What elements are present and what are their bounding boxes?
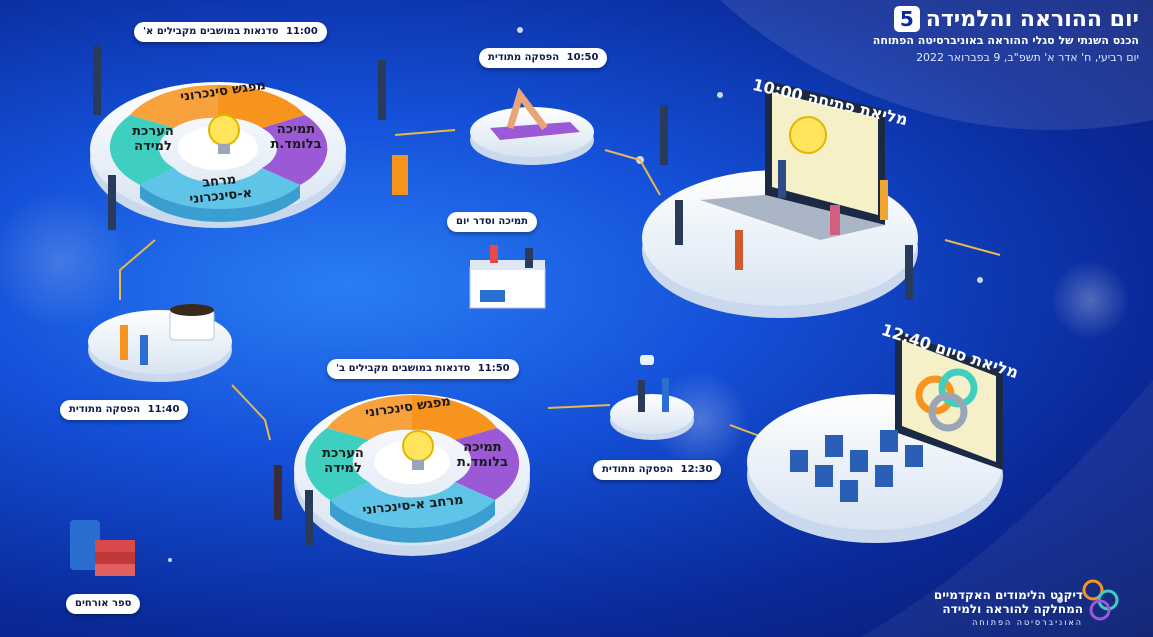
logo-line-3: האוניברסיטה הפתוחה <box>972 618 1083 627</box>
header: יום ההוראה והלמידה 5 הכנס השנתי של סגלי … <box>873 6 1139 64</box>
people <box>93 45 913 545</box>
workshops-b-time: 11:50 <box>477 363 510 374</box>
header-panel <box>720 0 1153 130</box>
lightbulb-icon <box>789 116 827 154</box>
ring-b-learner-support[interactable]: תמיכה בלומד.ת <box>456 440 509 470</box>
pill-guestbook[interactable]: ספר אורחים <box>66 594 141 614</box>
event-date: יום רביעי, ח' אדר א' תשפ"ב, 9 בפברואר 20… <box>916 51 1139 64</box>
ring-a <box>109 84 328 222</box>
ring-a-learner-support[interactable]: תמיכה בלומד.ת <box>270 122 322 152</box>
page-title: יום ההוראה והלמידה 5 <box>873 6 1139 32</box>
sparkle-trail <box>0 27 1130 603</box>
guestbook-illustration <box>70 520 135 576</box>
break-2-label: הפסקה מתודית <box>69 404 141 415</box>
pill-break-1[interactable]: 10:50 הפסקה מתודית <box>479 48 608 68</box>
networking-break-platform <box>610 355 694 440</box>
pill-workshops-b[interactable]: 11:50 סדנאות במושבים מקבילים ב' <box>327 359 519 379</box>
lightbulb-icon <box>208 114 240 146</box>
pill-support[interactable]: תמיכה וסדר יום <box>447 212 537 232</box>
workshops-a-time: 11:00 <box>285 26 318 37</box>
break-3-time: 12:30 <box>680 464 713 475</box>
pill-workshops-a[interactable]: 11:00 סדנאות במושבים מקבילים א' <box>134 22 327 42</box>
break-3-label: הפסקה מתודית <box>602 464 674 475</box>
ring-b <box>305 395 520 543</box>
chat-bubble-icon <box>640 355 654 365</box>
subtitle: הכנס השנתי של סגלי ההוראה באוניברסיטה הפ… <box>872 34 1139 47</box>
coffee-break-platform <box>88 304 232 382</box>
phone-icon <box>70 520 100 570</box>
break-2-time: 11:40 <box>147 404 180 415</box>
pill-break-2[interactable]: 11:40 הפסקה מתודית <box>60 400 189 420</box>
ring-a-assessment[interactable]: הערכת למידה <box>132 124 174 154</box>
lightbulb-icon <box>402 430 434 462</box>
guestbook-label: ספר אורחים <box>75 598 132 609</box>
workshops-a-label: סדנאות במושבים מקבילים א' <box>143 26 279 37</box>
pill-break-3[interactable]: 12:30 הפסקה מתודית <box>593 460 722 480</box>
ring-b-assessment[interactable]: הערכת למידה <box>322 446 364 476</box>
edition-badge: 5 <box>893 6 920 32</box>
opening-stage <box>642 80 918 318</box>
title-text: יום ההוראה והלמידה <box>925 6 1139 32</box>
department-logo: דיקנט הלימודים האקדמיים המחלקה להוראה ול… <box>934 588 1083 627</box>
department-logo-icon <box>1082 579 1119 621</box>
support-desk <box>469 245 546 309</box>
logo-line-1: דיקנט הלימודים האקדמיים <box>933 588 1083 602</box>
logo-line-2: המחלקה להוראה ולמידה <box>942 602 1083 616</box>
closing-stage <box>747 330 1003 543</box>
support-label: תמיכה וסדר יום <box>456 216 528 227</box>
yoga-break-platform <box>470 87 594 165</box>
workshops-b-label: סדנאות במושבים מקבילים ב' <box>336 363 471 374</box>
break-1-label: הפסקה מתודית <box>488 52 560 63</box>
break-1-time: 10:50 <box>566 52 599 63</box>
